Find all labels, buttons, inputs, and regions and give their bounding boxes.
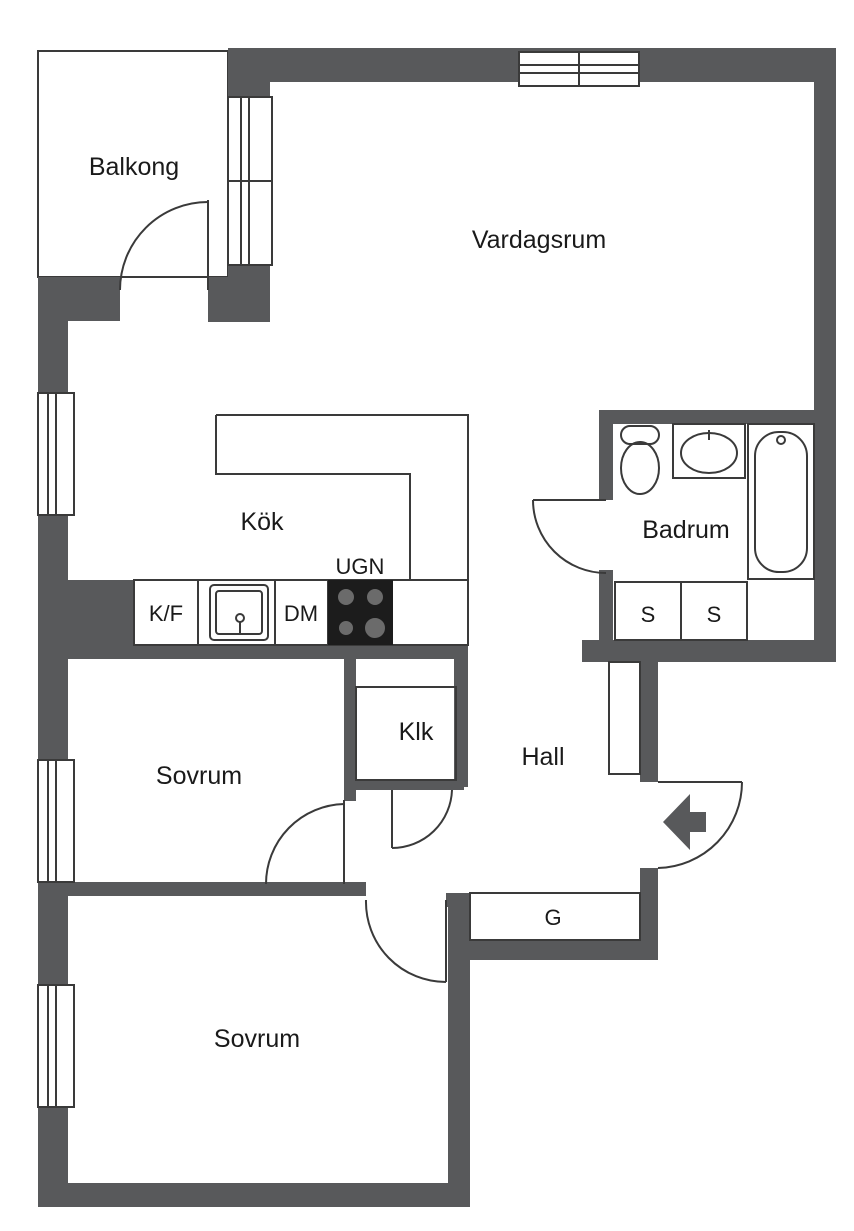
label-bedroom-2: Sovrum bbox=[214, 1025, 300, 1053]
label-hall: Hall bbox=[521, 743, 564, 771]
label-cabinet-1: S bbox=[641, 602, 656, 627]
label-living-room: Vardagsrum bbox=[472, 226, 606, 254]
doors bbox=[119, 200, 743, 983]
washbasin-icon bbox=[672, 423, 746, 479]
bathtub-icon bbox=[747, 423, 815, 580]
toilet-icon bbox=[620, 425, 660, 495]
label-dishwasher: DM bbox=[284, 601, 318, 626]
hall-cabinet bbox=[355, 661, 641, 941]
sink-icon bbox=[209, 584, 269, 641]
walls bbox=[38, 48, 836, 1207]
label-fridge-freezer: K/F bbox=[149, 601, 183, 626]
windows bbox=[37, 51, 640, 1108]
arrow-left-icon bbox=[663, 794, 706, 850]
label-oven: UGN bbox=[336, 554, 385, 579]
kitchen-counter bbox=[133, 414, 469, 646]
bath-cabinets bbox=[614, 581, 748, 641]
label-cabinet-2: S bbox=[707, 602, 722, 627]
label-bedroom-1: Sovrum bbox=[156, 762, 242, 790]
label-kitchen: Kök bbox=[240, 508, 284, 536]
label-closet: Klk bbox=[399, 718, 434, 746]
label-bathroom: Badrum bbox=[642, 516, 730, 544]
label-wardrobe: G bbox=[544, 905, 561, 930]
stove-icon bbox=[328, 580, 393, 645]
label-balcony: Balkong bbox=[89, 153, 179, 181]
